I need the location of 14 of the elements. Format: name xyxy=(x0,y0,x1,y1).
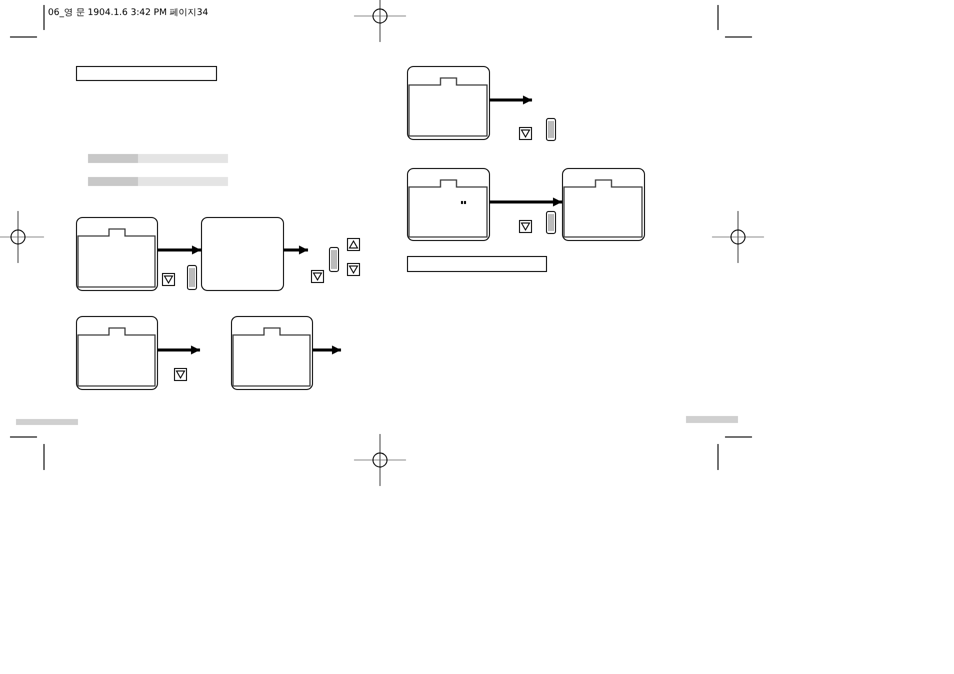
display-screen xyxy=(76,316,158,390)
arrow xyxy=(158,346,200,354)
arrow xyxy=(490,198,562,206)
display-screen xyxy=(407,168,490,241)
arrow xyxy=(313,346,341,354)
display-screen xyxy=(201,217,284,291)
display-screen xyxy=(407,66,490,140)
arrow xyxy=(284,246,308,254)
arrow xyxy=(158,246,201,254)
display-screen xyxy=(231,316,313,390)
display-screen xyxy=(562,168,645,241)
header-text: 06_영 문 1904.1.6 3:42 PM 페이지34 xyxy=(48,7,208,19)
display-screen xyxy=(76,217,158,291)
arrow xyxy=(490,96,532,104)
